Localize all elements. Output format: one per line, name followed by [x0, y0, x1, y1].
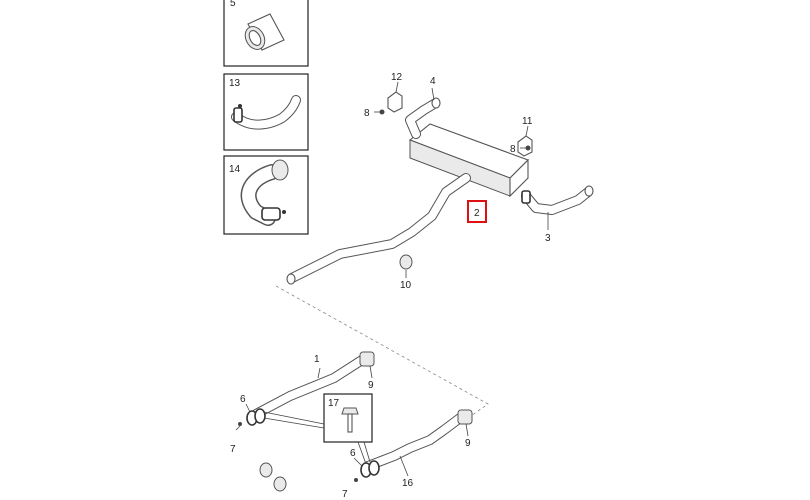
pipe-with-clamp-14: [240, 159, 289, 226]
nut-7-upper[interactable]: [235, 422, 242, 431]
bolt-8-right[interactable]: [520, 145, 531, 151]
bolt-17-box[interactable]: 17: [263, 393, 373, 465]
callout-3: 3: [545, 233, 551, 244]
callout-6-lower: 6: [350, 448, 356, 459]
callout-8-upper: 8: [364, 108, 370, 119]
inset-box-13[interactable]: 13: [223, 73, 309, 151]
gasket-pair-bottom[interactable]: [259, 462, 287, 492]
hanger-9-upper[interactable]: [359, 351, 375, 379]
callout-13: 13: [229, 78, 241, 89]
callout-11: 11: [522, 116, 533, 127]
nut-7-lower[interactable]: [354, 478, 358, 482]
callout-1: 1: [314, 354, 320, 365]
outlet-pipe-4[interactable]: [405, 97, 441, 139]
callout-12: 12: [391, 72, 403, 83]
intermediate-pipe[interactable]: [286, 173, 471, 285]
callout-14: 14: [229, 164, 241, 175]
hanger-10[interactable]: [399, 254, 413, 278]
clamp-6-lower[interactable]: [360, 460, 380, 478]
callout-5: 5: [230, 0, 236, 9]
bolt-17-icon: [341, 407, 359, 433]
callout-10: 10: [400, 280, 412, 291]
hanger-12[interactable]: [387, 81, 403, 113]
callout-2: 2: [474, 208, 480, 219]
callout-9-lower: 9: [465, 438, 471, 449]
hanger-11[interactable]: [517, 125, 533, 157]
inset-box-14[interactable]: 14: [223, 155, 309, 235]
callout-2-highlight[interactable]: 2: [467, 200, 487, 223]
clamp-6-upper[interactable]: [246, 408, 266, 426]
callout-8-right: 8: [510, 144, 516, 155]
outlet-pipe-3[interactable]: [521, 185, 594, 215]
callout-4: 4: [430, 76, 436, 87]
pipe-with-clamp-13: [231, 95, 301, 130]
callout-6-upper: 6: [240, 394, 246, 405]
callout-7-upper: 7: [230, 444, 236, 455]
front-pipe-1[interactable]: [251, 355, 367, 419]
callout-16: 16: [402, 478, 414, 489]
callout-17: 17: [328, 398, 340, 409]
inset-box-5[interactable]: 5: [223, 0, 309, 67]
callout-9-upper: 9: [368, 380, 374, 391]
front-pipe-16[interactable]: [363, 413, 465, 471]
tailpipe-tip-part: [244, 13, 285, 51]
callout-7-lower: 7: [342, 489, 348, 500]
reference-dashed-line: [275, 285, 489, 419]
bolt-8-upper[interactable]: [374, 109, 385, 115]
hanger-9-lower[interactable]: [457, 409, 473, 437]
rear-muffler-part[interactable]: [408, 123, 529, 198]
